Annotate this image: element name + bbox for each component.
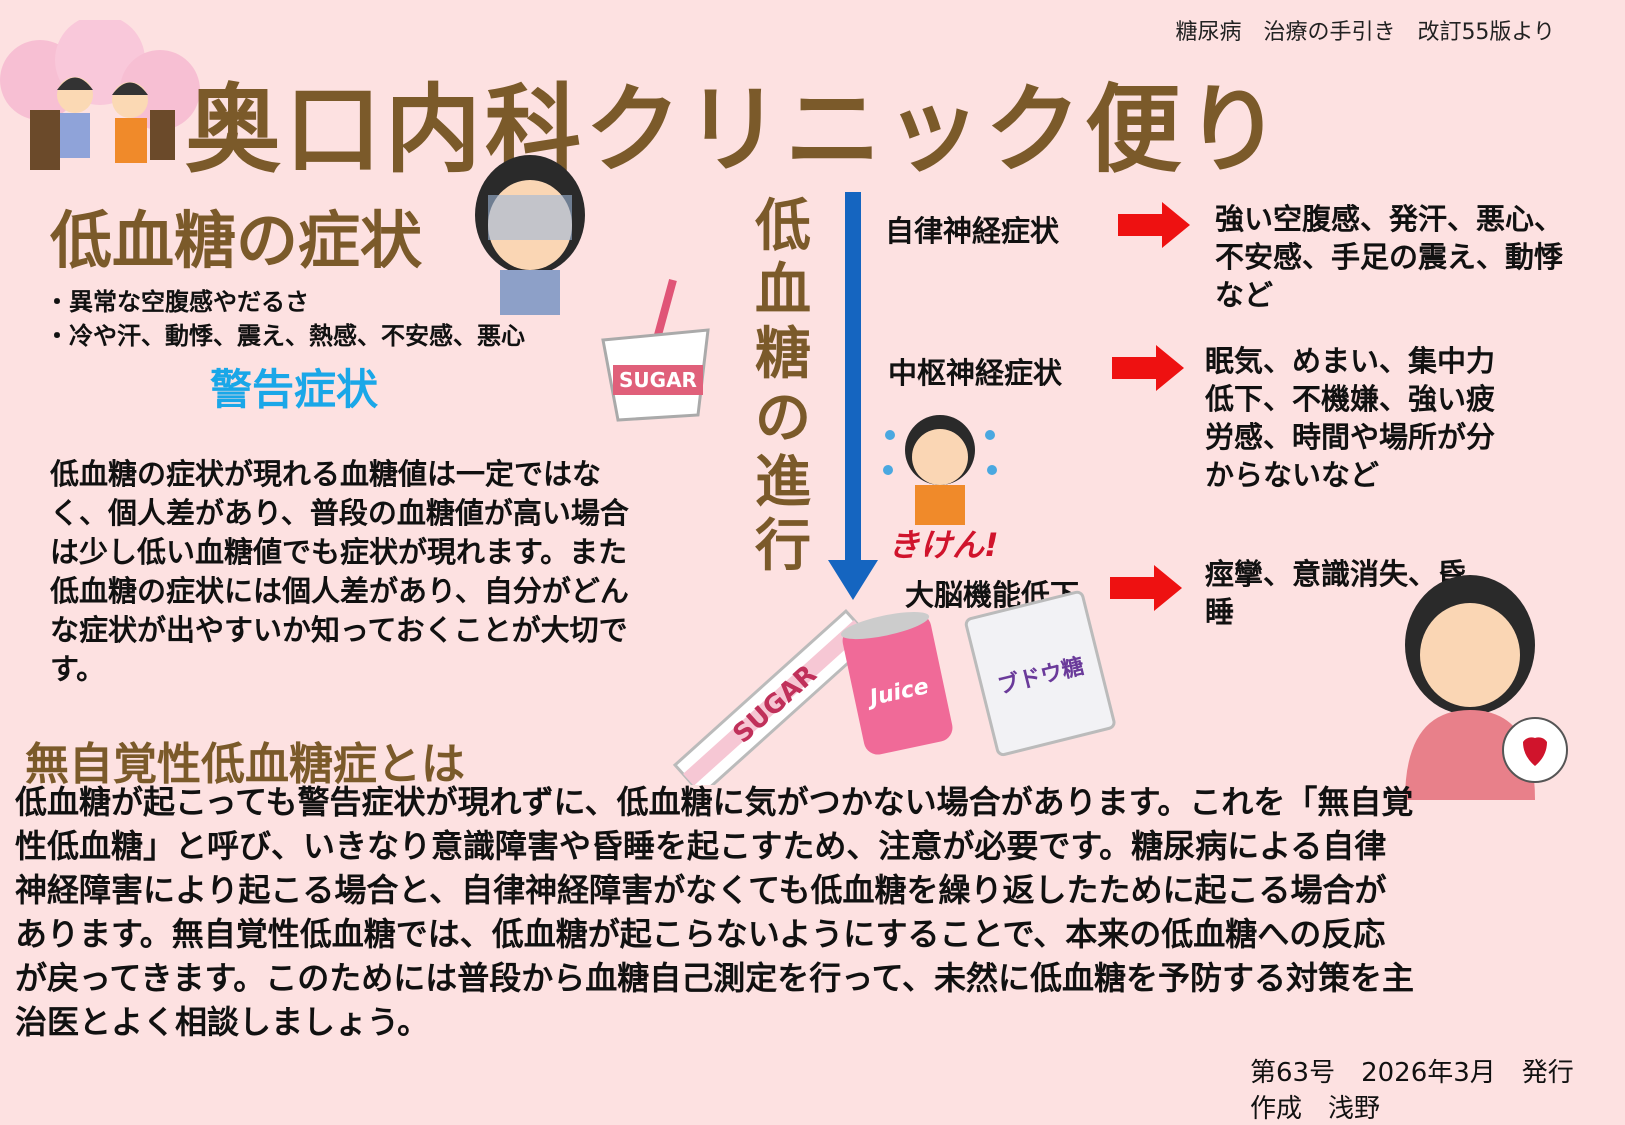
arrow-right-icon bbox=[1118, 202, 1190, 248]
stage-label: 自律神経症状 bbox=[885, 214, 1060, 248]
arrow-down-icon bbox=[828, 560, 878, 600]
worried-woman-illustration bbox=[475, 155, 585, 315]
panicked-girl-illustration bbox=[883, 415, 997, 525]
stage-result: 眠気、めまい、集中力低下、不機嫌、強い疲労感、時間や場所が分からないなど bbox=[1205, 344, 1496, 492]
danger-label: きけん! bbox=[888, 526, 999, 564]
author-info: 作成 浅野 bbox=[1250, 1094, 1381, 1124]
arrow-right-icon bbox=[1112, 345, 1184, 391]
kids-blossom-illustration bbox=[0, 20, 200, 170]
page-title: 奥口内科クリニック便り bbox=[185, 74, 1285, 186]
symptoms-heading: 低血糖の症状 bbox=[50, 204, 423, 277]
unaware-paragraph: 低血糖が起こっても警告症状が現れずに、低血糖に気がつかない場合があります。これを… bbox=[15, 783, 1415, 1041]
progression-arrow bbox=[845, 192, 861, 562]
symptom-bullet: ・異常な空腹感やだるさ bbox=[45, 288, 309, 316]
issue-info: 第63号 2026年3月 発行 bbox=[1250, 1058, 1574, 1088]
stage-label: 中枢神経症状 bbox=[888, 356, 1063, 390]
symptom-bullet: ・冷や汗、動悸、震え、熱感、不安感、悪心 bbox=[45, 322, 525, 350]
stage-result: 痙攣、意識消失、昏睡 bbox=[1205, 557, 1467, 629]
sugar-cup-illustration: SUGAR bbox=[601, 278, 710, 422]
sugar-items-illustration: SUGAR Juice ブドウ糖 bbox=[672, 590, 1116, 785]
symptoms-paragraph: 低血糖の症状が現れる血糖値は一定ではなく、個人差があり、普段の血糖値が高い場合は… bbox=[50, 457, 629, 686]
stage-result: 強い空腹感、発汗、悪心、不安感、手足の震え、動悸など bbox=[1215, 202, 1564, 312]
unaware-heading: 無自覚性低血糖症とは bbox=[25, 739, 465, 790]
sugar-cup-label: SUGAR bbox=[619, 368, 697, 392]
warning-symptoms-label: 警告症状 bbox=[210, 365, 379, 414]
progression-heading: 低血糖の進行 bbox=[755, 194, 811, 579]
sick-woman-illustration bbox=[1405, 575, 1568, 800]
arrow-right-icon bbox=[1110, 565, 1182, 611]
source-note: 糖尿病 治療の手引き 改訂55版より bbox=[1175, 20, 1555, 45]
